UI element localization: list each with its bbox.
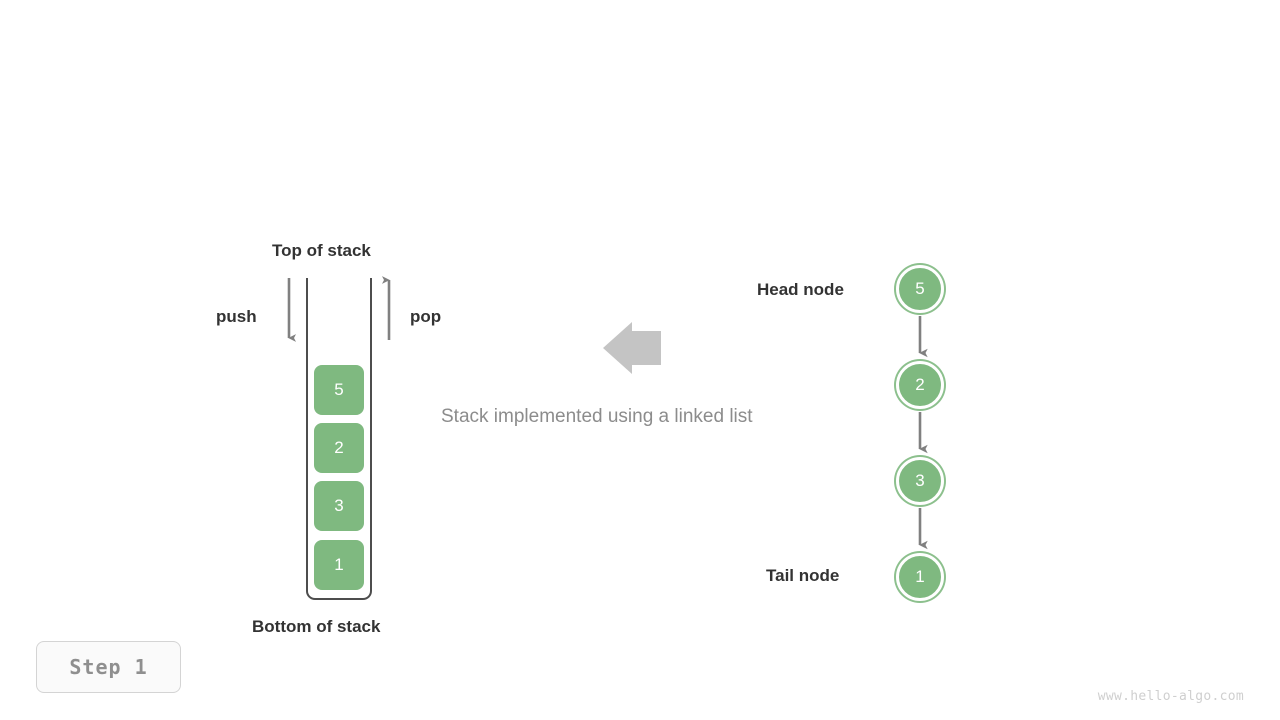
push-label: push [216, 307, 257, 326]
stack-cell: 1 [314, 540, 364, 590]
arrow-left-icon [603, 322, 661, 374]
center-caption: Stack implemented using a linked list [441, 406, 753, 427]
pop-label: pop [410, 307, 442, 326]
linked-list-node: 3 [896, 457, 944, 505]
tail-node-label: Tail node [766, 566, 840, 585]
linked-list-node: 1 [896, 553, 944, 601]
stack-cell: 2 [314, 423, 364, 473]
stack-cell: 5 [314, 365, 364, 415]
head-node-label: Head node [757, 280, 844, 299]
linked-list-node: 5 [896, 265, 944, 313]
step-badge: Step 1 [36, 641, 181, 693]
stack-cell: 3 [314, 481, 364, 531]
linked-list-node: 2 [896, 361, 944, 409]
stack-top-label: Top of stack [272, 241, 371, 260]
stack-container [306, 278, 372, 600]
watermark: www.hello-algo.com [1097, 689, 1244, 704]
stack-bottom-label: Bottom of stack [252, 617, 381, 636]
